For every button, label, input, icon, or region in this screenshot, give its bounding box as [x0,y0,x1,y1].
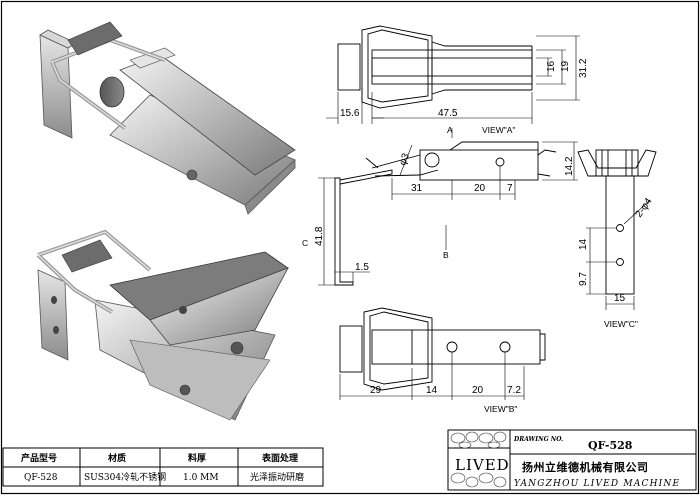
bottom-view [339,307,546,400]
spec-value-model: QF-528 [24,473,58,483]
spec-header-material: 材质 [107,452,126,464]
dim-41-8: 41.8 [314,226,325,246]
title-block: LIVED DRAWING NO. QF-528 扬州立维德机械有限公司 YAN… [447,429,697,491]
dim-9-7: 9.7 [578,272,589,286]
spec-value-surface: 光泽振动研磨 [250,471,304,483]
spec-header-thickness: 料厚 [188,452,206,464]
dim-15-6: 15.6 [340,108,360,119]
side-view [318,141,578,286]
view-c-label: VIEW"C" [604,319,638,329]
latch-render-open [36,229,289,421]
company-en: YANGZHOU LIVED MACHINE [514,479,680,489]
top-view-plate [337,43,361,91]
spec-table: 产品型号 材质 料厚 表面处理 QF-528 SUS304冷轧不锈钢 1.0 M… [2,447,324,487]
dim-47-5: 47.5 [438,108,458,119]
dim-16: 16 [546,60,557,72]
dim-20-side: 20 [474,183,486,194]
dim-29: 29 [370,385,382,396]
dim-7-2: 7.2 [507,385,521,396]
view-a-label: VIEW"A" [482,125,515,135]
spec-header-model: 产品型号 [21,452,57,464]
dim-14-end: 14 [578,238,589,250]
marker-c: C [302,238,308,248]
view-b-label: VIEW"B" [484,404,517,414]
dim-14-2: 14.2 [564,156,575,176]
end-view [577,149,657,310]
top-view-lever [371,49,533,85]
dim-31: 31 [411,183,423,194]
marker-b: B [443,250,449,260]
logo-stone-pattern [450,431,507,488]
dim-19: 19 [560,60,571,72]
dim-31-2: 31.2 [578,58,589,78]
end-view-plate [605,175,635,295]
side-view-lever [419,149,539,181]
logo-text: LIVED [455,456,510,474]
dim-7: 7 [507,183,513,194]
dim-2-holes-4: 2-φ4 [633,196,654,220]
dim-20-bottom: 20 [472,385,484,396]
spec-value-material: SUS304冷轧不锈钢 [84,471,166,483]
end-view-top [577,149,657,177]
bottom-view-plate [339,325,363,373]
drawing-no: QF-528 [588,439,633,452]
spec-header-surface: 表面处理 [261,452,298,464]
dim-14-bottom: 14 [426,385,438,396]
dim-15: 15 [614,293,626,304]
side-view-bracket [334,177,354,286]
marker-a: A [447,125,453,135]
dim-hole-3: φ3 [397,152,412,167]
end-view-hole-1 [616,224,624,232]
bottom-view-lever [371,329,541,365]
latch-render-closed [39,21,296,215]
drawing-no-label: DRAWING NO. [513,436,563,443]
top-view [326,25,580,138]
spec-value-thickness: 1.0 MM [183,473,219,483]
dim-1-5: 1.5 [355,262,369,273]
company-cn: 扬州立维德机械有限公司 [522,460,649,474]
end-view-hole-2 [616,258,624,266]
